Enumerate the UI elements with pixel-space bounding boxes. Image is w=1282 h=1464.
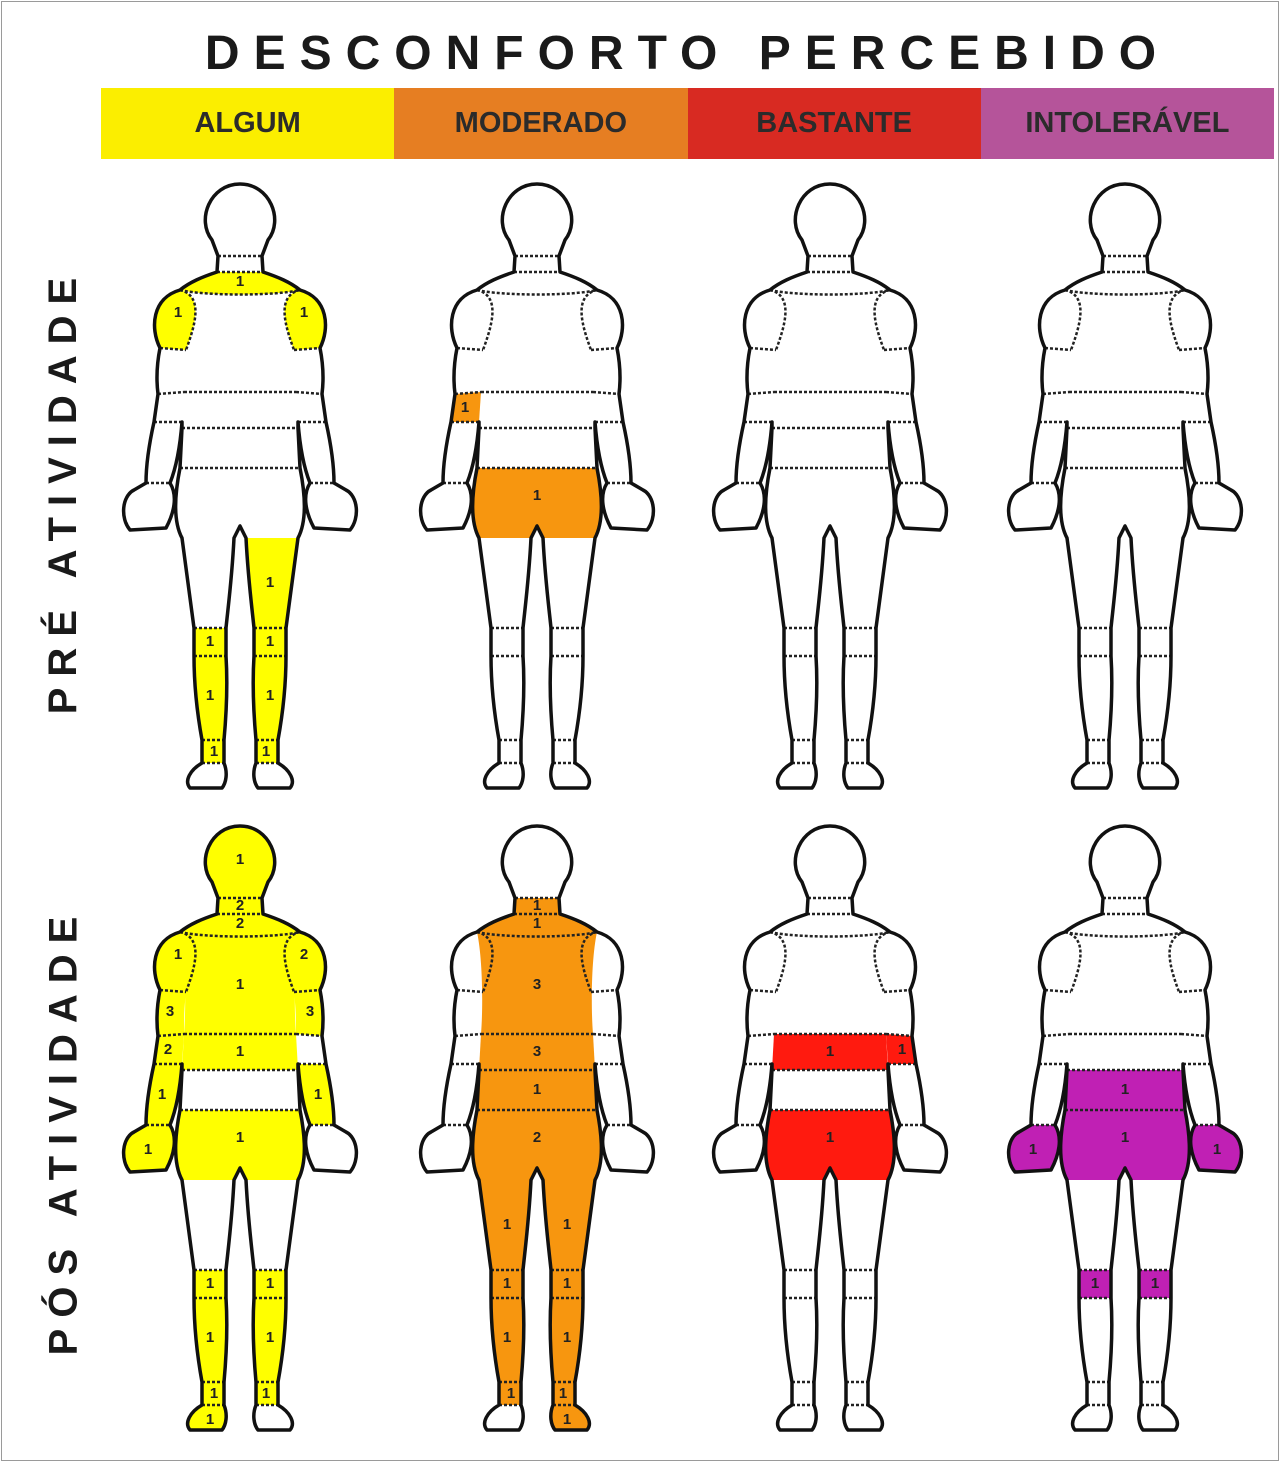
region-count-left-foot: 1 bbox=[206, 1411, 214, 1428]
region-count-mid-back: 3 bbox=[533, 1043, 541, 1060]
region-count-neck-base: 1 bbox=[533, 915, 541, 932]
diagram-title: DESCONFORTO PERCEBIDO bbox=[100, 24, 1275, 84]
region-count-left-ankle: 1 bbox=[507, 1385, 515, 1402]
region-count-left-hand: 1 bbox=[144, 1141, 152, 1158]
region-count-right-knee: 1 bbox=[266, 1275, 274, 1292]
row-label-pre: PRÉ ATIVIDADE bbox=[22, 180, 106, 800]
region-count-right-thigh: 1 bbox=[563, 1216, 571, 1233]
body-diagram-svg: 11 bbox=[407, 178, 667, 798]
region-count-right-thigh: 1 bbox=[266, 574, 274, 591]
body-figure-pos-moderado: 113312111111111 bbox=[407, 820, 667, 1440]
region-count-right-upper-arm: 3 bbox=[306, 1003, 314, 1020]
region-count-head: 1 bbox=[236, 851, 244, 868]
region-count-left-knee: 1 bbox=[206, 1275, 214, 1292]
body-figure-pos-algum: 122121332111111111111 bbox=[110, 820, 370, 1440]
region-count-left-forearm: 1 bbox=[158, 1086, 166, 1103]
region-count-left-shoulder: 1 bbox=[174, 946, 182, 963]
region-count-right-foot: 1 bbox=[563, 1411, 571, 1428]
region-count-hips: 1 bbox=[1121, 1129, 1129, 1146]
body-diagram-svg: 1 1 1 1 1 1 bbox=[995, 820, 1255, 1440]
region-count-right-knee: 1 bbox=[563, 1275, 571, 1292]
body-figure-pre-moderado: 11 bbox=[407, 178, 667, 798]
body-figure-pre-intoleravel bbox=[995, 178, 1255, 798]
region-count-left-calf: 1 bbox=[503, 1329, 511, 1346]
region-count-left-thigh: 1 bbox=[503, 1216, 511, 1233]
body-figure-pos-intoleravel: 1 1 1 1 1 1 bbox=[995, 820, 1255, 1440]
severity-legend: ALGUM MODERADO BASTANTE INTOLERÁVEL bbox=[101, 88, 1274, 159]
region-count-upper-back: 3 bbox=[533, 976, 541, 993]
body-diagram-svg: 1 1 1 1 1 1 1 1 1 1 bbox=[110, 178, 370, 798]
region-count-right-knee: 1 bbox=[266, 633, 274, 650]
body-diagram-svg bbox=[995, 178, 1255, 798]
region-count-left-knee: 1 bbox=[206, 633, 214, 650]
region-count-hips: 2 bbox=[533, 1129, 541, 1146]
row-label-pos: PÓS ATIVIDADE bbox=[22, 820, 106, 1440]
legend-bastante: BASTANTE bbox=[688, 88, 981, 159]
body-silhouette bbox=[1009, 184, 1242, 788]
region-count-right-ankle: 1 bbox=[262, 743, 270, 760]
region-count-left-knee: 1 bbox=[503, 1275, 511, 1292]
region-count-left-hand: 1 bbox=[1029, 1141, 1037, 1158]
region-count-right-shoulder: 1 bbox=[300, 304, 308, 321]
legend-moderado: MODERADO bbox=[394, 88, 687, 159]
region-count-neck-base: 2 bbox=[236, 915, 244, 932]
region-count-right-elbow: 1 bbox=[898, 1041, 906, 1058]
region-count-upper-back: 1 bbox=[236, 976, 244, 993]
row-label-pre-text: PRÉ ATIVIDADE bbox=[42, 266, 87, 713]
region-count-right-shoulder: 2 bbox=[300, 946, 308, 963]
region-count-right-calf: 1 bbox=[563, 1329, 571, 1346]
region-count-right-forearm: 1 bbox=[314, 1086, 322, 1103]
region-count-left-elbow: 2 bbox=[164, 1041, 172, 1058]
region-count-left-ankle: 1 bbox=[210, 743, 218, 760]
body-figure-pre-algum: 1 1 1 1 1 1 1 1 1 1 bbox=[110, 178, 370, 798]
region-count-right-calf: 1 bbox=[266, 1329, 274, 1346]
region-count-left-upper-arm: 3 bbox=[166, 1003, 174, 1020]
region-count-hips: 1 bbox=[236, 1129, 244, 1146]
region-count-neck-base: 1 bbox=[236, 273, 244, 290]
region-count-mid-back: 1 bbox=[826, 1043, 834, 1060]
region-count-right-calf: 1 bbox=[266, 687, 274, 704]
body-diagram-svg: 1 1 1 bbox=[700, 820, 960, 1440]
region-count-lower-back: 1 bbox=[533, 1081, 541, 1098]
legend-algum: ALGUM bbox=[101, 88, 394, 159]
region-count-mid-back: 1 bbox=[236, 1043, 244, 1060]
region-count-left-calf: 1 bbox=[206, 1329, 214, 1346]
region-count-neck: 1 bbox=[533, 897, 541, 914]
region-count-left-ankle: 1 bbox=[210, 1385, 218, 1402]
body-figure-pos-bastante: 1 1 1 bbox=[700, 820, 960, 1440]
region-count-right-hand: 1 bbox=[1213, 1141, 1221, 1158]
region-count-lower-back: 1 bbox=[1121, 1081, 1129, 1098]
region-count-right-ankle: 1 bbox=[262, 1385, 270, 1402]
legend-intoleravel: INTOLERÁVEL bbox=[981, 88, 1274, 159]
region-count-neck: 2 bbox=[236, 897, 244, 914]
region-count-left-knee: 1 bbox=[1091, 1275, 1099, 1292]
region-count-hips: 1 bbox=[826, 1129, 834, 1146]
region-count-right-ankle: 1 bbox=[559, 1385, 567, 1402]
body-silhouette bbox=[714, 184, 947, 788]
body-figure-pre-bastante bbox=[700, 178, 960, 798]
row-label-pos-text: PÓS ATIVIDADE bbox=[42, 905, 87, 1355]
region-count-right-knee: 1 bbox=[1151, 1275, 1159, 1292]
region-count-hips: 1 bbox=[533, 487, 541, 504]
body-diagram-svg bbox=[700, 178, 960, 798]
region-count-left-shoulder: 1 bbox=[174, 304, 182, 321]
region-count-left-elbow: 1 bbox=[461, 399, 469, 416]
region-count-left-calf: 1 bbox=[206, 687, 214, 704]
